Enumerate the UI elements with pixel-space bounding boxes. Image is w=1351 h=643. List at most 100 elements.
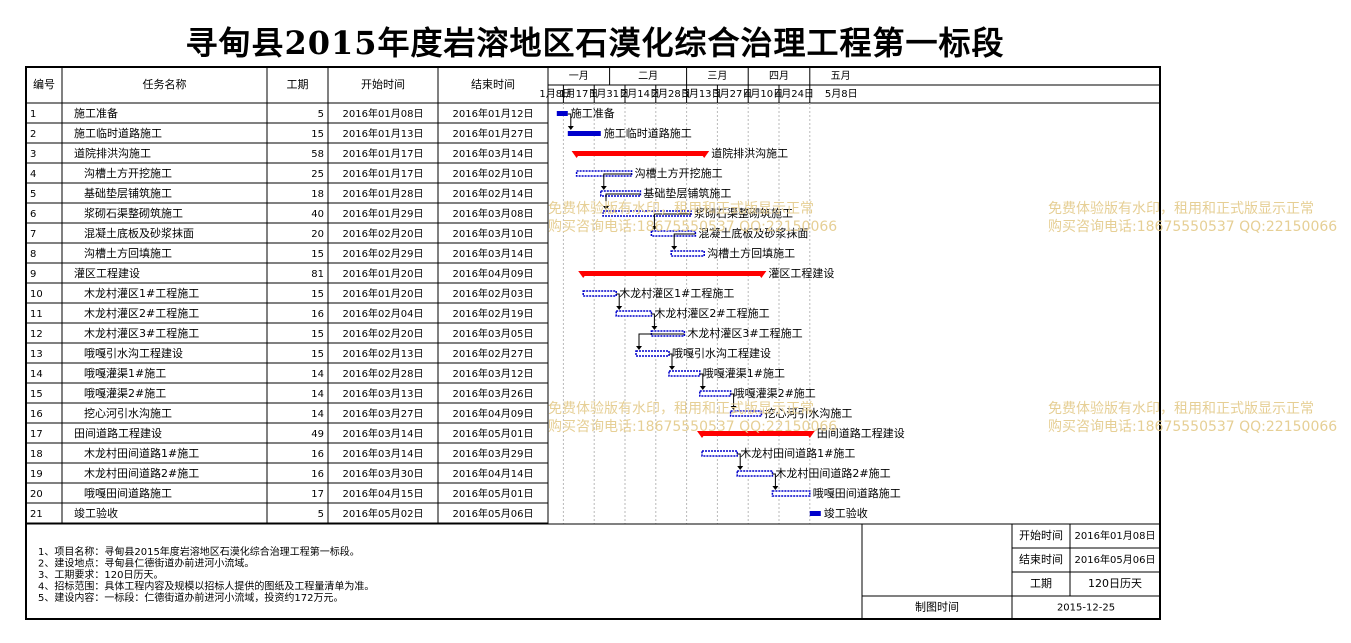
project-note: 1、项目名称：寻甸县2015年度岩溶地区石漠化综合治理工程第一标段。	[38, 545, 360, 558]
task-start: 2016年03月14日	[343, 447, 424, 460]
task-start: 2016年02月28日	[343, 367, 424, 380]
dependency-arrow	[616, 293, 620, 307]
task-name: 沟槽土方回填施工	[84, 246, 172, 260]
task-bar-label: 木龙村灌区2#工程施工	[654, 306, 769, 320]
task-start: 2016年05月02日	[343, 507, 424, 520]
task-start: 2016年03月14日	[343, 427, 424, 440]
task-bar	[556, 111, 568, 116]
summary-drawn-label: 制图时间	[915, 601, 959, 614]
dependency-arrowhead	[671, 246, 678, 250]
project-note: 2、建设地点：寻甸县仁德街道办前进河小流域。	[38, 557, 254, 570]
task-id: 19	[30, 469, 43, 480]
task-duration: 15	[311, 249, 324, 260]
month-label: 三月	[707, 70, 727, 82]
dependency-arrowhead	[651, 326, 658, 330]
task-name: 木龙村田间道路2#施工	[84, 466, 199, 480]
task-name: 挖心河引水沟施工	[84, 406, 172, 420]
dependency-arrow	[673, 233, 696, 247]
task-start: 2016年02月20日	[343, 227, 424, 240]
task-bar	[809, 511, 821, 516]
dependency-arrowhead	[616, 306, 623, 310]
week-label: 3月13日	[682, 88, 721, 100]
task-duration: 15	[311, 129, 324, 140]
task-name: 哦嘎田间道路施工	[84, 486, 172, 500]
task-bar-label: 哦嘎灌渠2#施工	[734, 387, 816, 400]
task-bar	[701, 450, 738, 457]
task-duration: 58	[311, 149, 324, 160]
task-name: 灌区工程建设	[74, 266, 140, 280]
task-end: 2016年05月01日	[453, 427, 534, 440]
task-duration: 17	[311, 489, 324, 500]
task-id: 12	[30, 329, 43, 340]
dependency-arrowhead	[730, 406, 737, 410]
task-bar	[670, 250, 705, 257]
task-end: 2016年02月14日	[453, 187, 534, 200]
dependency-arrow	[737, 453, 741, 467]
summary-end-marker	[699, 151, 710, 158]
task-bar-label: 哦嘎田间道路施工	[813, 486, 901, 500]
task-bar	[771, 490, 811, 497]
task-name: 竣工验收	[74, 506, 118, 520]
watermark-line1: 免费体验版有水印，租用和正式版显示正常	[548, 201, 814, 217]
dependency-arrow	[699, 373, 704, 387]
task-id: 17	[30, 429, 43, 440]
task-start: 2016年01月28日	[343, 187, 424, 200]
dependency-arrow	[605, 193, 641, 207]
task-end: 2016年02月27日	[453, 347, 534, 360]
task-duration: 15	[311, 349, 324, 360]
month-label: 二月	[638, 70, 658, 82]
task-duration: 14	[311, 389, 324, 400]
month-label: 一月	[569, 70, 589, 82]
summary-start-marker	[578, 271, 589, 278]
task-end: 2016年03月14日	[453, 247, 534, 260]
task-bar-label: 木龙村田间道路1#施工	[740, 446, 855, 460]
task-id: 3	[30, 149, 36, 160]
project-note: 5、建设内容：一标段：仁德街道办前进河小流域，投资约172万元。	[38, 591, 343, 604]
task-start: 2016年01月20日	[343, 287, 424, 300]
task-bar-label: 挖心河引水沟施工	[764, 406, 852, 420]
watermark-line2: 购买咨询电话:18675550537 QQ:22150066	[548, 219, 838, 235]
task-name: 混凝土底板及砂浆抹面	[84, 226, 194, 240]
task-id: 5	[30, 189, 36, 200]
task-bar-label: 木龙村田间道路2#施工	[775, 466, 890, 480]
task-id: 11	[30, 309, 43, 320]
task-end: 2016年03月29日	[453, 447, 534, 460]
week-label: 2月14日	[621, 88, 660, 100]
task-bar	[582, 290, 617, 297]
task-end: 2016年02月10日	[453, 167, 534, 180]
task-id: 20	[30, 489, 43, 500]
dependency-arrowhead	[699, 386, 706, 390]
task-name: 哦嘎灌渠1#施工	[84, 367, 166, 380]
task-start: 2016年01月17日	[343, 167, 424, 180]
month-label: 五月	[831, 70, 851, 82]
task-end: 2016年05月01日	[453, 487, 534, 500]
task-start: 2016年02月29日	[343, 247, 424, 260]
dependency-arrow	[651, 313, 655, 327]
task-bar-label: 基础垫层铺筑施工	[643, 186, 731, 200]
dependency-arrow	[638, 333, 685, 347]
task-id: 21	[30, 509, 43, 520]
summary-end-value: 2016年05月06日	[1075, 553, 1156, 566]
dependency-arrow	[603, 173, 632, 187]
summary-duration-value: 120日历天	[1088, 577, 1142, 590]
task-start: 2016年02月13日	[343, 347, 424, 360]
task-name: 道院排洪沟施工	[74, 146, 151, 160]
project-note: 4、招标范围：具体工程内容及规模以招标人提供的图纸及工程量清单为准。	[38, 580, 374, 593]
watermark-line2: 购买咨询电话:18675550537 QQ:22150066	[1048, 419, 1338, 435]
task-end: 2016年03月26日	[453, 387, 534, 400]
summary-start-marker	[571, 151, 582, 158]
task-start: 2016年04月15日	[343, 487, 424, 500]
task-bar	[635, 350, 670, 357]
task-name: 浆砌石渠整砌筑施工	[84, 206, 183, 220]
task-start: 2016年01月29日	[343, 207, 424, 220]
task-end: 2016年04月14日	[453, 467, 534, 480]
dependency-arrowhead	[636, 346, 642, 350]
task-bar-label: 田间道路工程建设	[817, 426, 905, 440]
task-end: 2016年03月12日	[453, 367, 534, 380]
task-duration: 18	[311, 189, 324, 200]
week-label: 4月24日	[775, 88, 814, 100]
column-header-id: 编号	[33, 77, 55, 91]
task-bar-label: 混凝土底板及砂浆抹面	[698, 226, 808, 240]
dependency-arrowhead	[772, 486, 779, 490]
task-duration: 15	[311, 289, 324, 300]
